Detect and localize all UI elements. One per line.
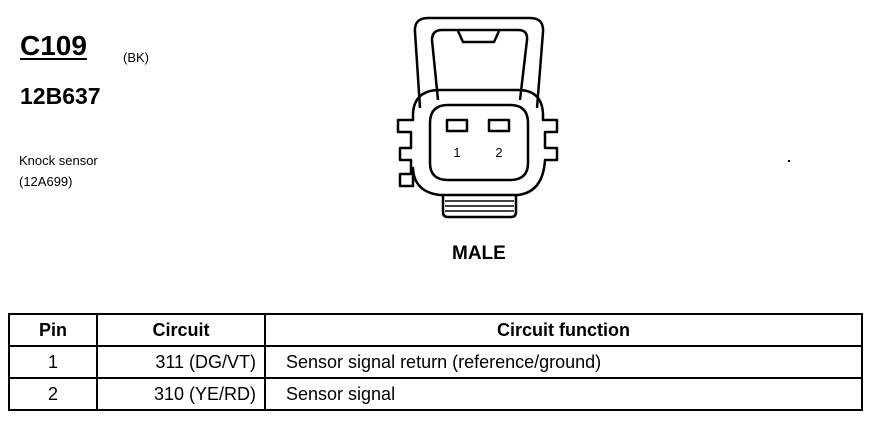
- stray-mark: [788, 160, 790, 162]
- cell-function: Sensor signal: [264, 377, 863, 411]
- header-function: Circuit function: [264, 313, 863, 347]
- cell-circuit: 311 (DG/VT): [96, 345, 266, 379]
- housing-outer: [396, 88, 559, 197]
- cell-circuit: 310 (YE/RD): [96, 377, 266, 411]
- cell-pin: 1: [8, 345, 98, 379]
- table-header-row: Pin Circuit Circuit function: [8, 313, 863, 347]
- component-part-number: (12A699): [19, 174, 73, 189]
- connector-diagram: 1 2: [396, 16, 559, 219]
- terminal-slot-1: [445, 118, 469, 133]
- connector-color: (BK): [123, 50, 149, 65]
- terminal-slot-2: [487, 118, 511, 133]
- pin-table: Pin Circuit Circuit function 1 311 (DG/V…: [8, 313, 863, 411]
- pin-label-1: 1: [453, 145, 460, 160]
- housing-skirt: [441, 195, 518, 219]
- table-row: 2 310 (YE/RD) Sensor signal: [8, 377, 863, 411]
- latch-inner: [430, 28, 529, 101]
- housing-face: [428, 103, 530, 182]
- pin-label-2: 2: [495, 145, 502, 160]
- part-number: 12B637: [20, 83, 101, 109]
- table-row: 1 311 (DG/VT) Sensor signal return (refe…: [8, 345, 863, 379]
- header-circuit: Circuit: [96, 313, 266, 347]
- component-name: Knock sensor: [19, 153, 98, 168]
- connector-code: C109: [20, 30, 87, 61]
- cell-function: Sensor signal return (reference/ground): [264, 345, 863, 379]
- latch-outer: [413, 16, 545, 109]
- view-label: MALE: [452, 243, 506, 264]
- cell-pin: 2: [8, 377, 98, 411]
- latch-tab: [456, 30, 501, 44]
- header-pin: Pin: [8, 313, 98, 347]
